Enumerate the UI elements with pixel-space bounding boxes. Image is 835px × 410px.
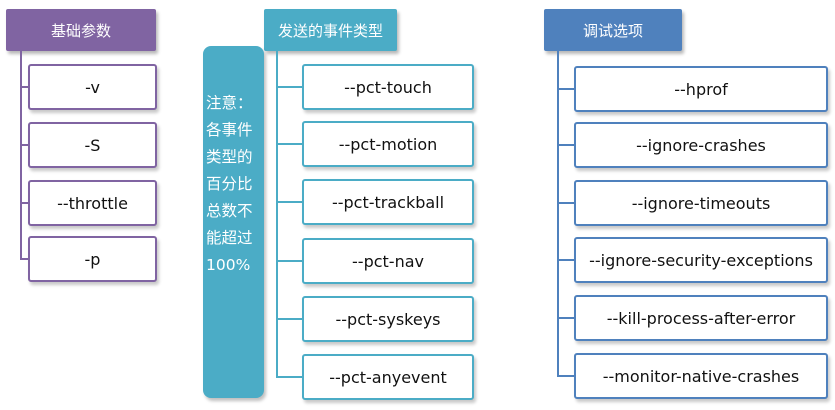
option-item: --pct-anyevent <box>302 354 474 400</box>
option-item: -v <box>28 64 157 110</box>
option-item: --pct-nav <box>302 238 474 284</box>
tree-connector-horizontal <box>557 375 574 377</box>
option-item: --ignore-crashes <box>574 122 828 168</box>
tree-connector-horizontal <box>20 144 28 146</box>
tree-connector-horizontal <box>276 318 302 320</box>
option-item: --ignore-security-exceptions <box>574 237 828 283</box>
tree-connector-horizontal <box>557 202 574 204</box>
option-item: -S <box>28 122 157 168</box>
group-header: 基础参数 <box>6 9 156 51</box>
tree-connector-vertical <box>276 51 278 377</box>
tree-connector-horizontal <box>20 86 28 88</box>
group-header: 发送的事件类型 <box>264 9 397 51</box>
tree-connector-horizontal <box>276 376 302 378</box>
tree-connector-horizontal <box>557 259 574 261</box>
option-item: --hprof <box>574 66 828 112</box>
tree-connector-horizontal <box>276 86 302 88</box>
group-header: 调试选项 <box>544 9 682 51</box>
option-item: -p <box>28 236 157 282</box>
option-item: --pct-syskeys <box>302 296 474 342</box>
option-item: --throttle <box>28 180 157 226</box>
tree-connector-horizontal <box>557 317 574 319</box>
tree-connector-horizontal <box>276 201 302 203</box>
tree-connector-horizontal <box>276 143 302 145</box>
option-item: --ignore-timeouts <box>574 180 828 226</box>
tree-connector-vertical <box>557 51 559 376</box>
tree-connector-horizontal <box>20 202 28 204</box>
tree-connector-horizontal <box>20 258 28 260</box>
tree-connector-vertical <box>20 51 22 259</box>
tree-connector-horizontal <box>557 88 574 90</box>
option-item: --monitor-native-crashes <box>574 353 828 399</box>
tree-connector-horizontal <box>557 144 574 146</box>
option-item: --kill-process-after-error <box>574 295 828 341</box>
tree-connector-horizontal <box>276 260 302 262</box>
option-item: --pct-trackball <box>302 179 474 225</box>
option-item: --pct-motion <box>302 121 474 167</box>
note-box: 注意：各事件类型的百分比总数不能超过100% <box>203 46 264 398</box>
note-text: 注意：各事件类型的百分比总数不能超过100% <box>206 94 253 274</box>
option-item: --pct-touch <box>302 64 474 110</box>
